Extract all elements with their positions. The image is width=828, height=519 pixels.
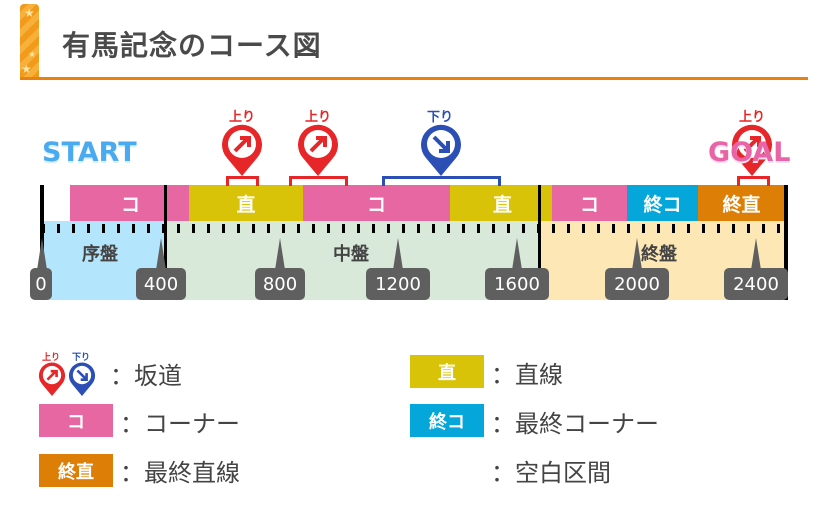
legend-final-corner-text: ：最終コーナー <box>491 410 659 438</box>
legend-final-corner-box: 終コ <box>410 404 484 437</box>
segment-final-corner: 終コ <box>627 185 698 221</box>
uphill-pin-icon <box>732 124 772 176</box>
legend-slope-icons: 上り 下り <box>38 350 100 396</box>
slope-range <box>737 176 770 186</box>
slope-label: 下り <box>426 110 453 125</box>
header-accent-bar: ★ ★ ★ <box>20 4 39 80</box>
page-title: 有馬記念のコース図 <box>62 29 322 62</box>
slope-range <box>289 176 348 186</box>
distance-label: 800 <box>255 268 305 300</box>
distance-pointer <box>37 238 47 270</box>
legend-final-straight-text: ：最終直線 <box>120 459 240 487</box>
distance-label: 2000 <box>605 268 669 300</box>
zone-label: 中盤 <box>333 244 369 265</box>
distance-pointer <box>275 238 285 270</box>
legend-straight-box: 直 <box>410 355 484 388</box>
legend-up-label: 上り <box>42 353 61 363</box>
segment-corner-cont <box>165 185 189 221</box>
distance-label: 2400 <box>724 268 788 300</box>
segment-corner: コ <box>303 185 450 221</box>
segment-straight-cont <box>540 185 552 221</box>
segment-corner: コ <box>70 185 165 221</box>
star-icon: ★ <box>28 50 37 60</box>
legend-final-straight-box: 終直 <box>39 454 113 487</box>
segment-straight: 直 <box>189 185 303 221</box>
downhill-pin-icon <box>421 124 461 176</box>
legend-slope-text: ：坂道 <box>110 362 182 390</box>
slope-label: 上り <box>228 110 255 125</box>
legend-down-label: 下り <box>72 353 91 363</box>
distance-label: 1200 <box>366 268 430 300</box>
distance-pointer <box>393 238 403 270</box>
start-label: START <box>42 137 137 168</box>
distance-ticks <box>42 224 785 233</box>
segment-corner: コ <box>552 185 627 221</box>
distance-label: 400 <box>136 268 186 300</box>
legend-blank-box <box>410 454 484 487</box>
distance-label: 0 <box>30 268 52 300</box>
uphill-pin-icon <box>222 124 262 176</box>
distance-pointer <box>751 238 761 270</box>
legend-corner-text: ：コーナー <box>120 410 240 438</box>
distance-pointer <box>632 238 642 270</box>
star-icon: ★ <box>21 62 32 76</box>
zone-label: 序盤 <box>82 244 118 265</box>
zone-divider <box>538 185 541 300</box>
zone-mid <box>166 221 540 300</box>
slope-range <box>382 176 501 186</box>
slope-label: 上り <box>304 110 331 125</box>
distance-label: 1600 <box>485 268 549 300</box>
zone-label: 終盤 <box>641 244 677 265</box>
header-underline <box>20 77 808 80</box>
uphill-pin-icon <box>38 362 66 396</box>
distance-pointer <box>156 238 166 270</box>
segment-final-straight: 終直 <box>698 185 785 221</box>
segment-straight: 直 <box>450 185 540 221</box>
uphill-pin-icon <box>298 124 338 176</box>
distance-pointer <box>512 238 522 270</box>
star-icon: ★ <box>24 6 35 20</box>
slope-label: 上り <box>738 110 765 125</box>
legend-corner-box: コ <box>39 404 113 437</box>
goal-line <box>784 185 788 300</box>
slope-range <box>226 176 259 186</box>
legend-blank-text: ：空白区間 <box>491 459 611 487</box>
downhill-pin-icon <box>68 362 96 396</box>
goal-label: GOAL <box>708 137 791 168</box>
legend-straight-text: ：直線 <box>491 361 563 389</box>
